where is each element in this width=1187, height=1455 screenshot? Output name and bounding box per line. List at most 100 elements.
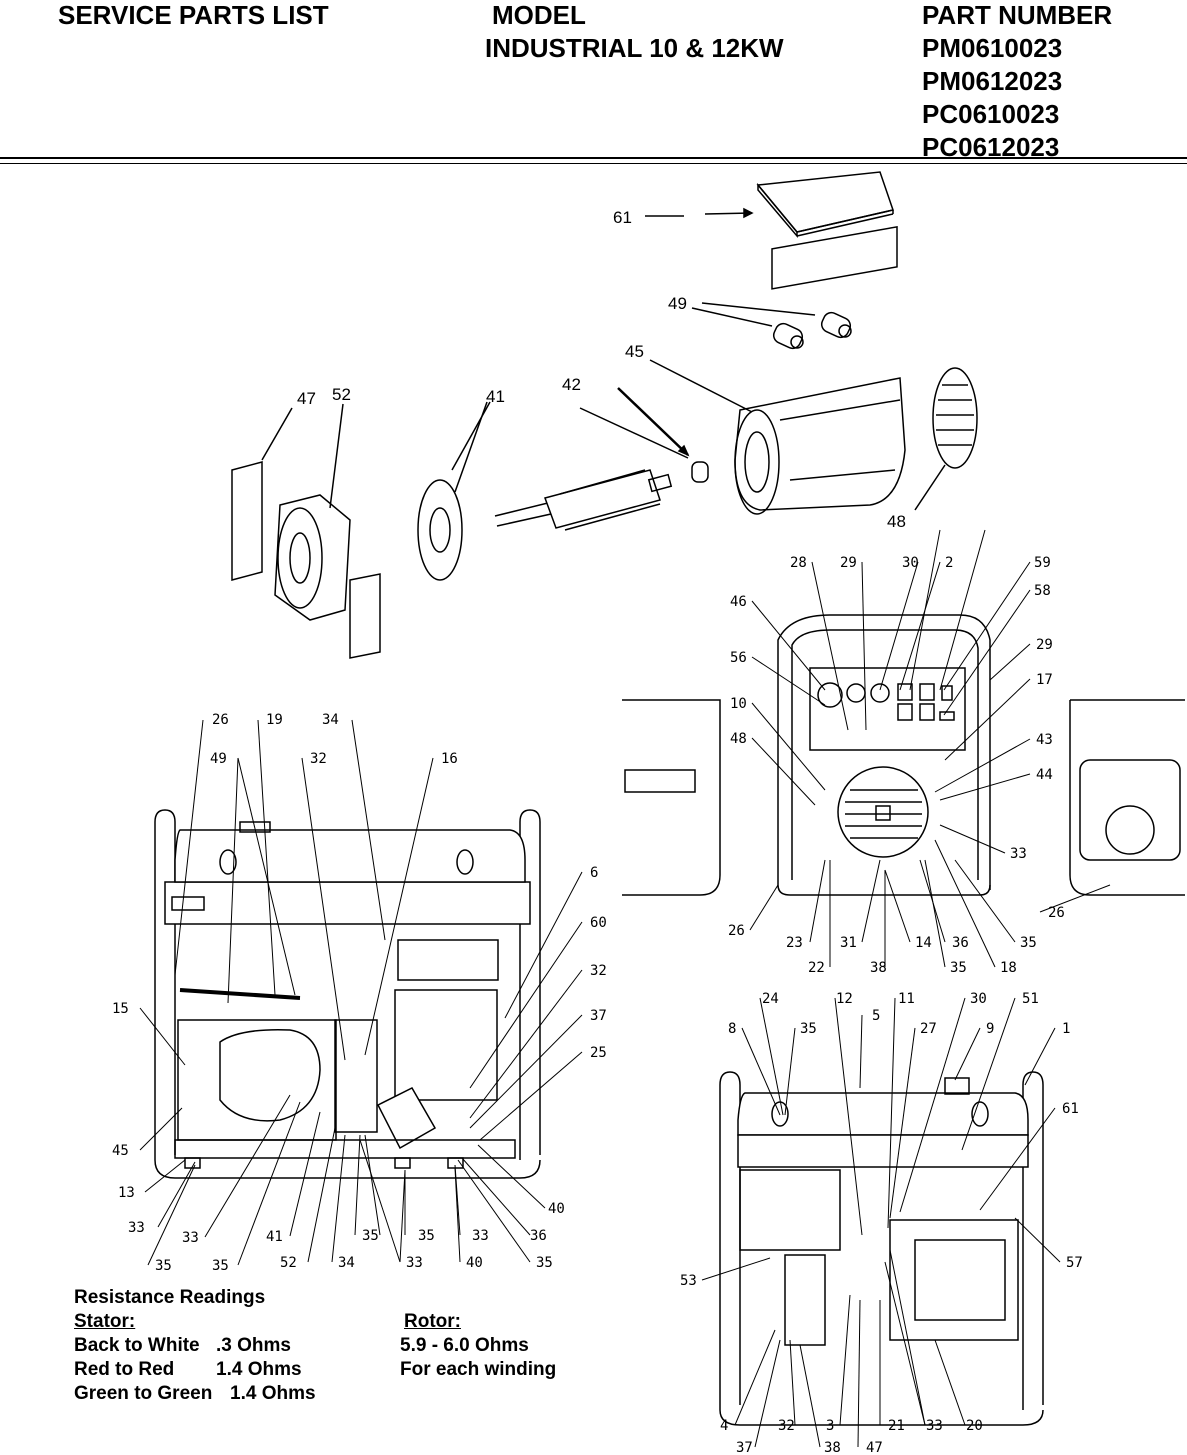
callout-label: 35 <box>418 1228 435 1244</box>
callout-leaders <box>139 529 1111 1448</box>
stator-row-value: 1.4 Ohms <box>230 1383 316 1404</box>
model-heading: MODEL <box>492 0 586 30</box>
callout-label: 40 <box>548 1201 565 1217</box>
page-title: SERVICE PARTS LIST <box>58 0 329 30</box>
callout-label: 33 <box>406 1255 423 1271</box>
callout-label: 14 <box>915 935 932 951</box>
part-number: PC0612023 <box>922 132 1060 162</box>
louvered-cover-part <box>231 461 381 659</box>
callout-label: 53 <box>680 1273 697 1289</box>
callout-label: 51 <box>1022 991 1039 1007</box>
part-number: PM0612023 <box>922 66 1063 96</box>
callout-label: 33 <box>926 1418 943 1434</box>
callout-label: 15 <box>112 1001 129 1017</box>
callout-label: 41 <box>266 1229 283 1245</box>
callout-label: 35 <box>1020 935 1037 951</box>
callout-label: 33 <box>1010 846 1027 862</box>
callout-label: 5 <box>872 1008 880 1024</box>
callout-label: 33 <box>182 1230 199 1246</box>
part-number: PM0610023 <box>922 33 1063 63</box>
callout-label: 61 <box>613 208 632 227</box>
callout-label: 57 <box>1066 1255 1083 1271</box>
callout-label: 32 <box>590 963 607 979</box>
callout-label: 33 <box>472 1228 489 1244</box>
front-view-drawing <box>622 614 1185 896</box>
side-view-drawing <box>154 809 541 1179</box>
callout-label: 49 <box>210 751 227 767</box>
end-grille-part <box>932 367 978 469</box>
callout-label: 13 <box>118 1185 135 1201</box>
callout-label: 30 <box>902 555 919 571</box>
callout-label: 12 <box>836 991 853 1007</box>
callout-label: 20 <box>966 1418 983 1434</box>
fan-part <box>417 479 463 581</box>
callout-label: 25 <box>590 1045 607 1061</box>
callout-label: 61 <box>1062 1101 1079 1117</box>
callout-label: 48 <box>887 512 906 531</box>
part-number: PC0610023 <box>922 99 1060 129</box>
callout-label: 26 <box>728 923 745 939</box>
callout-label: 49 <box>668 294 687 313</box>
callout-label: 27 <box>920 1021 937 1037</box>
rotor-value: 5.9 - 6.0 Ohms <box>400 1335 529 1356</box>
callout-label: 3 <box>826 1418 834 1434</box>
callout-label: 36 <box>530 1228 547 1244</box>
header-rule <box>0 157 1187 159</box>
callout-label: 41 <box>486 387 505 406</box>
callout-label: 33 <box>128 1220 145 1236</box>
callout-label: 28 <box>790 555 807 571</box>
callout-label: 34 <box>338 1255 355 1271</box>
callout-label: 34 <box>322 712 339 728</box>
callout-label: 11 <box>898 991 915 1007</box>
callout-label: 17 <box>1036 672 1053 688</box>
callout-label: 44 <box>1036 767 1053 783</box>
callout-label: 21 <box>888 1418 905 1434</box>
stator-housing-part <box>734 225 906 515</box>
callout-label: 6 <box>590 865 598 881</box>
callout-label: 32 <box>778 1418 795 1434</box>
callout-label: 59 <box>1034 555 1051 571</box>
callout-label: 31 <box>840 935 857 951</box>
capacitor-part <box>772 311 852 350</box>
callout-label: 47 <box>866 1440 883 1455</box>
part-number-heading: PART NUMBER <box>922 0 1113 30</box>
callout-label: 52 <box>280 1255 297 1271</box>
rotor-note: For each winding <box>400 1359 557 1380</box>
callout-label: 58 <box>1034 583 1051 599</box>
callout-label: 42 <box>562 375 581 394</box>
callout-label: 2 <box>945 555 953 571</box>
adapter-housing-part <box>274 494 351 621</box>
callout-label: 26 <box>212 712 229 728</box>
callout-label: 36 <box>952 935 969 951</box>
callout-label: 38 <box>824 1440 841 1455</box>
callout-label: 19 <box>266 712 283 728</box>
callout-label: 29 <box>840 555 857 571</box>
callout-label: 35 <box>212 1258 229 1274</box>
callout-label: 46 <box>730 594 747 610</box>
stator-row-label: Back to White <box>74 1335 200 1356</box>
callout-label: 9 <box>986 1021 994 1037</box>
callout-label: 56 <box>730 650 747 666</box>
callout-label: 23 <box>786 935 803 951</box>
stator-row-label: Green to Green <box>74 1383 213 1404</box>
rear-view-drawing <box>719 1071 1044 1426</box>
callout-label: 40 <box>466 1255 483 1271</box>
rotor-heading: Rotor: <box>404 1311 461 1332</box>
callout-label: 22 <box>808 960 825 976</box>
callout-label: 30 <box>970 991 987 1007</box>
resistance-heading: Resistance Readings <box>74 1287 266 1308</box>
callout-label: 60 <box>590 915 607 931</box>
callout-label: 35 <box>155 1258 172 1274</box>
callout-label: 35 <box>536 1255 553 1271</box>
callout-label: 35 <box>950 960 967 976</box>
stator-row-value: 1.4 Ohms <box>216 1359 302 1380</box>
callout-label: 16 <box>441 751 458 767</box>
callout-label: 24 <box>762 991 779 1007</box>
callout-label: 8 <box>728 1021 736 1037</box>
callout-label: 37 <box>590 1008 607 1024</box>
stator-heading: Stator: <box>74 1311 136 1332</box>
callout-label: 45 <box>112 1143 129 1159</box>
callout-label: 48 <box>730 731 747 747</box>
callout-label: 29 <box>1036 637 1053 653</box>
callout-label: 10 <box>730 696 747 712</box>
